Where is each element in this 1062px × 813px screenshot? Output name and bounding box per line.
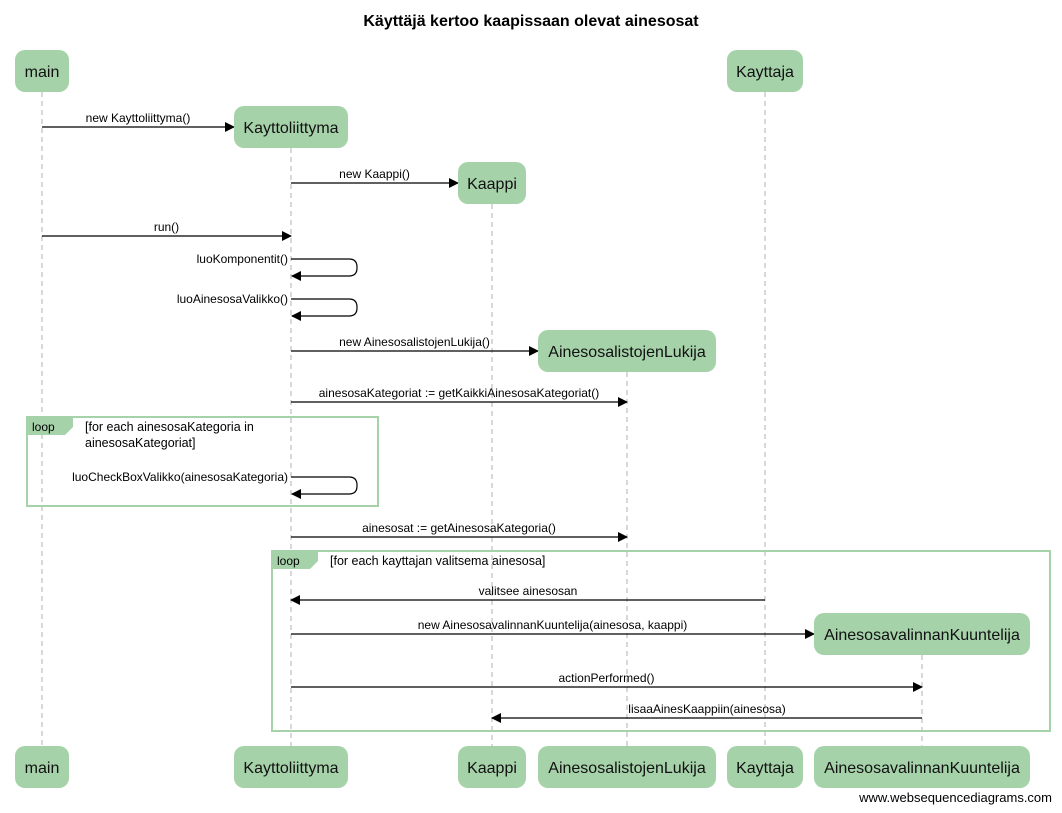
participant-label: Kayttaja xyxy=(736,760,794,777)
participant-kuuntelija-top: AinesosavalinnanKuuntelija xyxy=(814,613,1030,655)
participant-box xyxy=(234,746,348,788)
message: luoCheckBoxValikko(ainesosaKategoria) xyxy=(72,470,358,499)
message: run() xyxy=(42,220,292,241)
participant-lukija-bottom: AinesosalistojenLukija xyxy=(538,746,716,788)
loop-frame-kind: loop xyxy=(277,554,300,568)
participant-kaappi-top: Kaappi xyxy=(458,162,526,204)
message: luoKomponentit() xyxy=(197,252,358,281)
participant-box xyxy=(538,746,716,788)
message-label: lisaaAinesKaappiin(ainesosa) xyxy=(628,702,785,716)
message: new Kayttoliittyma() xyxy=(42,111,235,132)
message: new Kaappi() xyxy=(291,167,459,188)
diagram-title: Käyttäjä kertoo kaapissaan olevat aineso… xyxy=(363,13,699,30)
participant-kaappi-bottom: Kaappi xyxy=(458,746,526,788)
message-label: ainesosaKategoriat := getKaikkiAinesosaK… xyxy=(319,386,600,400)
participants-top: mainKayttoliittymaKaappiAinesosalistojen… xyxy=(15,50,1030,655)
loop-frame-border xyxy=(271,550,1051,732)
participant-label: Kayttoliittyma xyxy=(243,120,338,137)
message-label: valitsee ainesosan xyxy=(479,584,578,598)
message-label: ainesosat := getAinesosaKategoria() xyxy=(362,521,556,535)
message-label: actionPerformed() xyxy=(558,671,654,685)
participant-label: Kaappi xyxy=(467,176,517,193)
loop-frame-tab xyxy=(272,551,318,569)
participant-kayttaja-top: Kayttaja xyxy=(727,50,803,92)
participant-kayttaja-bottom: Kayttaja xyxy=(727,746,803,788)
participants-bottom: main Kayttoliittyma Kaappi Ainesosalistojen… xyxy=(15,746,1030,788)
message-label: new AinesosavalinnanKuuntelija(ainesosa,… xyxy=(418,618,688,632)
message-label: new Kayttoliittyma() xyxy=(86,111,191,125)
participant-box xyxy=(234,106,348,148)
loop-frame: loop [for each kayttajan valitsema aineso… xyxy=(271,550,1051,732)
participant-box xyxy=(458,162,526,204)
message: ainesosat := getAinesosaKategoria() xyxy=(291,521,628,542)
loop-frame-condition: ainesosaKategoriat] xyxy=(85,436,196,450)
participant-kayttoliittyma-top: Kayttoliittyma xyxy=(234,106,348,148)
participant-kuuntelija-bottom: AinesosavalinnanKuuntelija xyxy=(814,746,1030,788)
message-arrow xyxy=(291,476,358,499)
participant-label: AinesosalistojenLukija xyxy=(548,344,706,361)
participant-box xyxy=(15,50,69,92)
message-label: new AinesosalistojenLukija() xyxy=(339,335,490,349)
loop-frame-border xyxy=(26,416,379,507)
participant-label: Kayttoliittyma xyxy=(243,760,338,777)
participant-label: AinesosavalinnanKuuntelija xyxy=(824,760,1020,777)
participant-label: main xyxy=(25,64,60,81)
participant-main-top: main xyxy=(15,50,69,92)
message: luoAinesosaValikko() xyxy=(177,292,358,321)
participant-main-bottom: main xyxy=(15,746,69,788)
loop-frame-condition: [for each kayttajan valitsema ainesosa] xyxy=(330,554,545,568)
participant-box xyxy=(814,746,1030,788)
messages: new Kayttoliittyma() new Kaappi() run() luo… xyxy=(42,111,923,723)
message: new AinesosavalinnanKuuntelija(ainesosa,… xyxy=(291,618,815,639)
message-label: luoKomponentit() xyxy=(197,252,288,266)
participant-kayttoliittyma-bottom: Kayttoliittyma xyxy=(234,746,348,788)
message: ainesosaKategoriat := getKaikkiAinesosaK… xyxy=(291,386,628,407)
message: new AinesosalistojenLukija() xyxy=(291,335,539,356)
message-label: run() xyxy=(154,220,179,234)
message-arrow xyxy=(291,298,358,321)
participant-box xyxy=(15,746,69,788)
message-arrow xyxy=(291,258,358,281)
participant-label: Kaappi xyxy=(467,760,517,777)
participant-box xyxy=(727,746,803,788)
message: actionPerformed() xyxy=(291,671,923,692)
loop-frame-tab xyxy=(27,417,73,435)
participant-box xyxy=(814,613,1030,655)
participant-box xyxy=(538,330,716,372)
participant-lukija-top: AinesosalistojenLukija xyxy=(538,330,716,372)
message: lisaaAinesKaappiin(ainesosa) xyxy=(491,702,922,723)
message-label: luoCheckBoxValikko(ainesosaKategoria) xyxy=(72,470,288,484)
loop-frames: loop [for each ainesosaKategoria in aineso… xyxy=(26,416,1051,732)
watermark-text: www.websequencediagrams.com xyxy=(858,790,1052,805)
participant-box xyxy=(458,746,526,788)
participant-box xyxy=(727,50,803,92)
participant-label: AinesosalistojenLukija xyxy=(548,760,706,777)
participant-label: Kayttaja xyxy=(736,64,794,81)
loop-frame-condition: [for each ainesosaKategoria in xyxy=(85,420,254,434)
participant-label: main xyxy=(25,760,60,777)
loop-frame-kind: loop xyxy=(32,420,55,434)
message-label: new Kaappi() xyxy=(339,167,410,181)
participant-label: AinesosavalinnanKuuntelija xyxy=(824,627,1020,644)
message: valitsee ainesosan xyxy=(290,584,765,605)
loop-frame: loop [for each ainesosaKategoria in aineso… xyxy=(26,416,379,507)
message-label: luoAinesosaValikko() xyxy=(177,292,288,306)
